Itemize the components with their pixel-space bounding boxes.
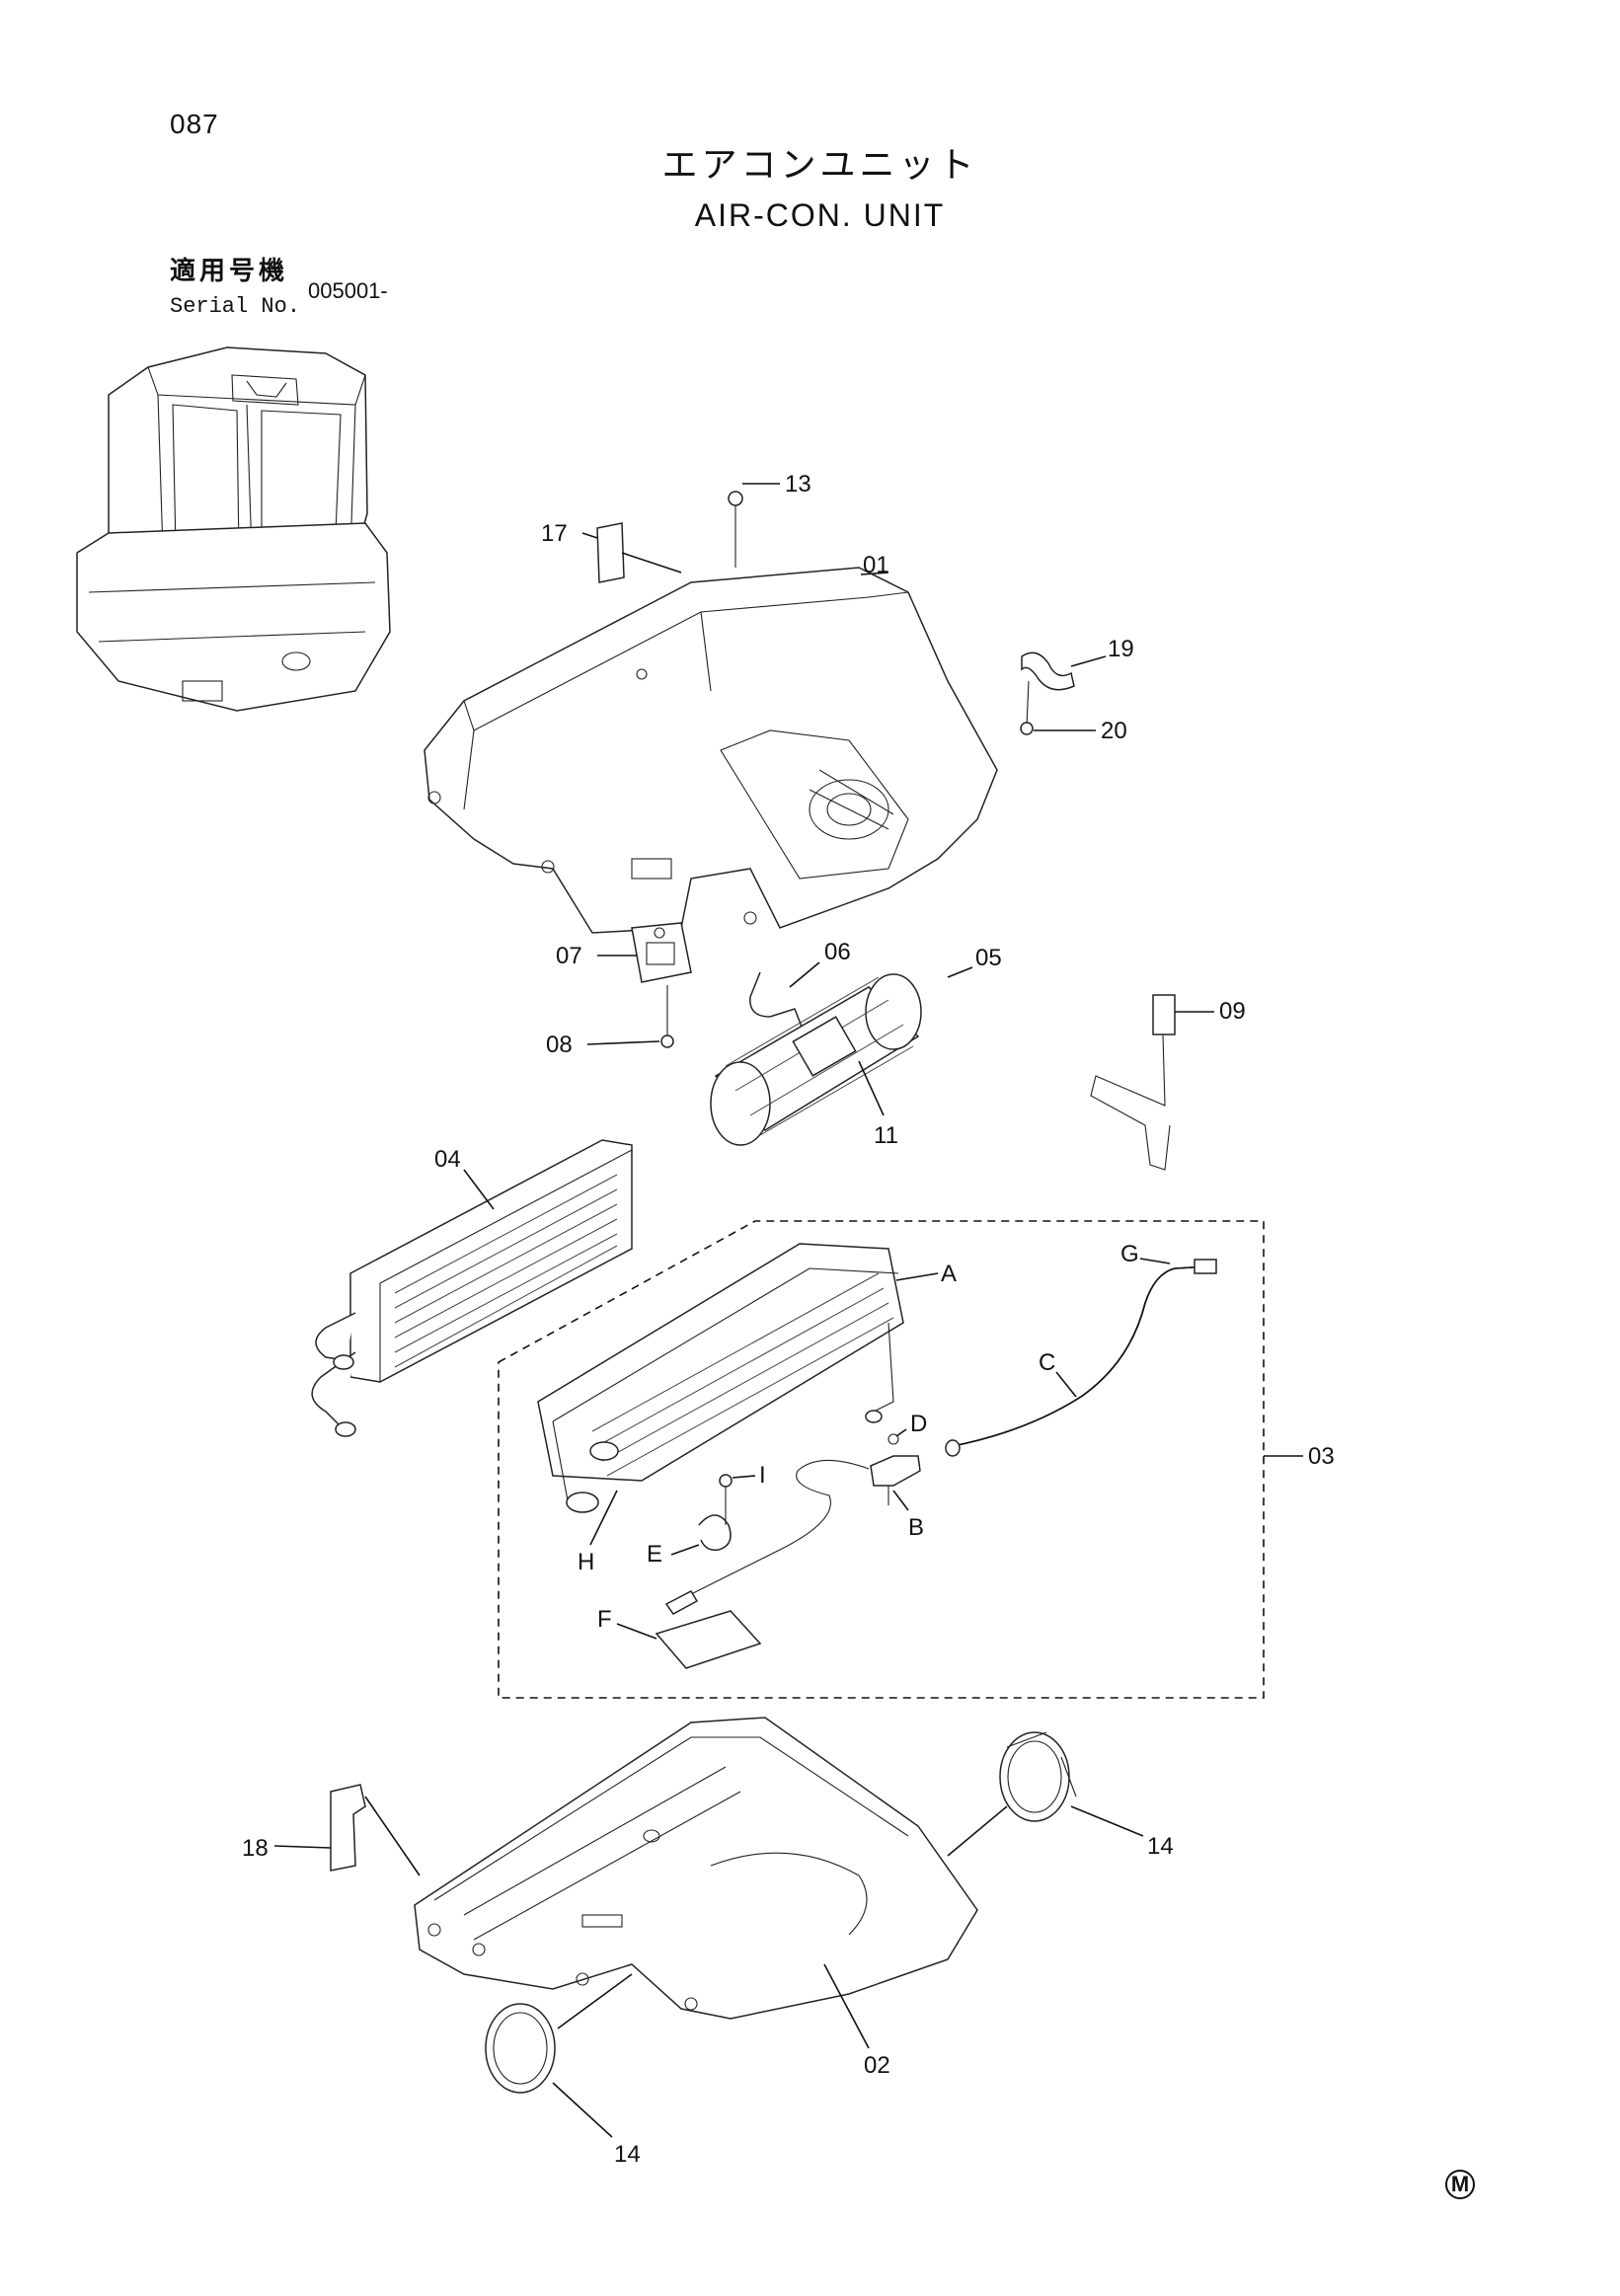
o-ring-D — [887, 1433, 899, 1445]
resistor-07 — [631, 922, 692, 983]
callout-08: 08 — [546, 1032, 573, 1058]
callout-03: 03 — [1308, 1443, 1335, 1470]
maker-mark: M — [1445, 2170, 1475, 2199]
clip-E — [698, 1514, 732, 1552]
screw-13 — [728, 491, 743, 568]
callout-06: 06 — [824, 939, 851, 965]
callout-05: 05 — [975, 945, 1002, 971]
callout-C: C — [1039, 1349, 1055, 1376]
serial-label-japanese: 適用号機 — [170, 257, 289, 286]
upper-case-01 — [424, 567, 998, 934]
thermistor-capillary — [690, 1459, 870, 1595]
callout-14-lower: 14 — [614, 2141, 641, 2168]
hose-06 — [749, 971, 803, 1028]
screw-20 — [1020, 680, 1034, 735]
duct-ring-14-upper — [999, 1731, 1077, 1822]
blower-fan-05 — [710, 973, 922, 1146]
title-english: AIR-CON. UNIT — [694, 197, 946, 233]
callout-01: 01 — [863, 552, 889, 578]
duct-ring-14-lower — [485, 2003, 556, 2094]
serial-label-english: Serial No. — [170, 294, 301, 319]
heater-core-04 — [311, 1139, 633, 1437]
callout-07: 07 — [556, 943, 582, 969]
callout-H: H — [578, 1549, 594, 1575]
screw-I — [719, 1474, 733, 1525]
pipe-C — [952, 1265, 1210, 1447]
machine-cab-sketch — [76, 346, 391, 712]
clamp-19 — [1021, 651, 1075, 691]
callout-18: 18 — [242, 1835, 269, 1862]
pad-F — [655, 1610, 762, 1669]
callout-A: A — [941, 1261, 957, 1287]
callout-04: 04 — [434, 1146, 461, 1173]
nut-G — [1194, 1259, 1217, 1274]
callout-labels: 13 17 01 19 20 07 06 05 09 08 11 04 A G … — [242, 471, 1335, 2168]
callout-17: 17 — [541, 520, 568, 547]
title-japanese: エアコンユニット — [661, 145, 978, 186]
callout-F: F — [597, 1606, 612, 1633]
switch-09 — [1090, 994, 1176, 1171]
callout-19: 19 — [1108, 636, 1134, 662]
page-number: 087 — [170, 109, 219, 139]
callout-09: 09 — [1219, 998, 1246, 1025]
callout-02: 02 — [864, 2052, 890, 2079]
expansion-valve-B — [870, 1455, 921, 1505]
callout-D: D — [910, 1411, 927, 1437]
callout-I: I — [759, 1462, 766, 1489]
leader-lines — [273, 483, 1303, 2138]
callout-14-upper: 14 — [1147, 1833, 1174, 1860]
pad-18 — [330, 1784, 366, 1872]
callout-13: 13 — [785, 471, 811, 497]
evaporator-assembly-03-boundary — [498, 1220, 1265, 1699]
pad-17 — [596, 522, 625, 583]
callout-E: E — [647, 1541, 662, 1568]
evaporator-core-A — [537, 1243, 904, 1513]
callout-B: B — [908, 1514, 924, 1541]
screw-08 — [660, 985, 674, 1048]
callout-G: G — [1120, 1241, 1139, 1267]
serial-number-range: 005001- — [308, 278, 388, 303]
callout-11: 11 — [874, 1122, 898, 1149]
callout-20: 20 — [1101, 718, 1127, 744]
lower-case-02 — [414, 1717, 978, 2020]
